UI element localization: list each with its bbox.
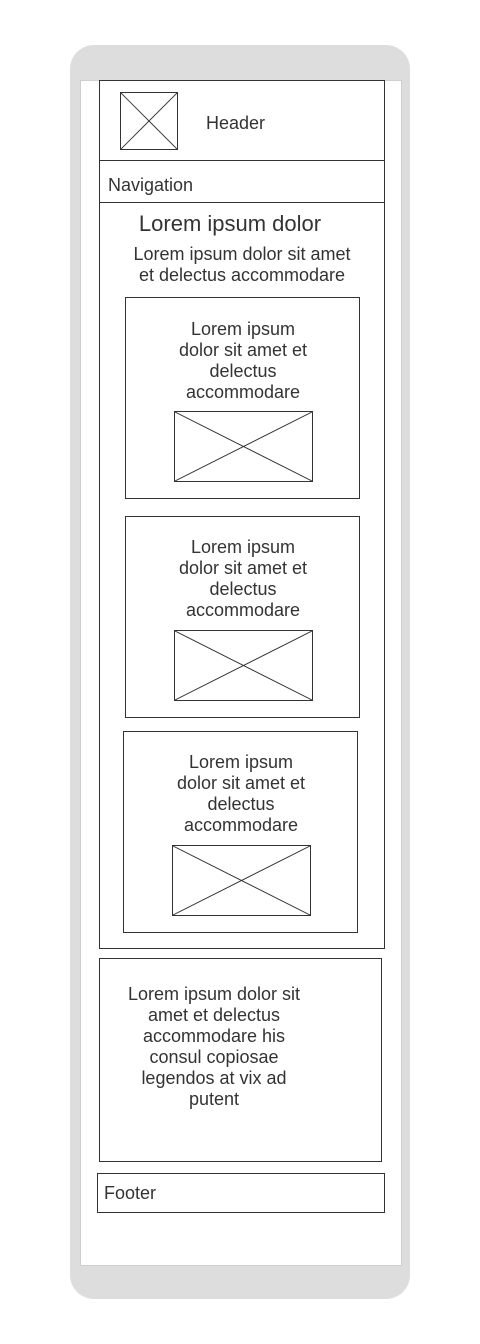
card-text-line: Lorem ipsum	[190, 537, 296, 557]
card-text-line: Lorem ipsum	[190, 319, 296, 339]
card-text-line: dolor sit amet et	[176, 773, 306, 793]
content-card-1: Lorem ipsum dolor sit amet et delectus a…	[125, 297, 360, 499]
aside-text-line: putent	[188, 1089, 240, 1109]
card-image-placeholder	[174, 411, 313, 482]
card-image-placeholder	[174, 630, 313, 701]
subheading-line: Lorem ipsum dolor sit amet	[133, 244, 351, 264]
card-text: Lorem ipsum dolor sit amet et delectus a…	[126, 537, 360, 621]
navigation-bar[interactable]: Navigation	[99, 160, 385, 203]
card-text-line: delectus	[209, 361, 277, 381]
aside-text-line: amet et delectus	[147, 1005, 281, 1025]
card-text-line: Lorem ipsum	[188, 752, 294, 772]
aside-section: Lorem ipsum dolor sit amet et delectus a…	[99, 958, 382, 1162]
card-text: Lorem ipsum dolor sit amet et delectus a…	[126, 319, 360, 403]
card-image-placeholder	[172, 845, 311, 916]
content-card-3: Lorem ipsum dolor sit amet et delectus a…	[123, 731, 358, 933]
card-text-line: dolor sit amet et	[178, 340, 308, 360]
aside-text-line: Lorem ipsum dolor sit	[127, 984, 301, 1004]
card-text-line: accommodare	[185, 382, 301, 402]
content-card-2: Lorem ipsum dolor sit amet et delectus a…	[125, 516, 360, 718]
navigation-label: Navigation	[108, 175, 194, 195]
aside-text-line: consul copiosae	[149, 1047, 279, 1067]
aside-text-line: accommodare his	[142, 1026, 286, 1046]
aside-text: Lorem ipsum dolor sit amet et delectus a…	[100, 984, 328, 1110]
card-text-line: delectus	[209, 579, 277, 599]
header-label: Header	[206, 113, 266, 133]
footer-section: Footer	[97, 1173, 385, 1213]
footer-label: Footer	[104, 1183, 157, 1203]
card-text: Lorem ipsum dolor sit amet et delectus a…	[124, 752, 358, 836]
main-heading: Lorem ipsum dolor	[138, 211, 322, 236]
card-text-line: accommodare	[185, 600, 301, 620]
main-subheading: Lorem ipsum dolor sit amet et delectus a…	[100, 244, 384, 286]
subheading-line: et delectus accommodare	[138, 265, 346, 285]
logo-image-placeholder	[120, 92, 178, 150]
card-text-line: dolor sit amet et	[178, 558, 308, 578]
card-text-line: delectus	[207, 794, 275, 814]
aside-text-line: legendos at vix ad	[141, 1068, 287, 1088]
header-section: Header	[99, 80, 385, 161]
card-text-line: accommodare	[183, 815, 299, 835]
